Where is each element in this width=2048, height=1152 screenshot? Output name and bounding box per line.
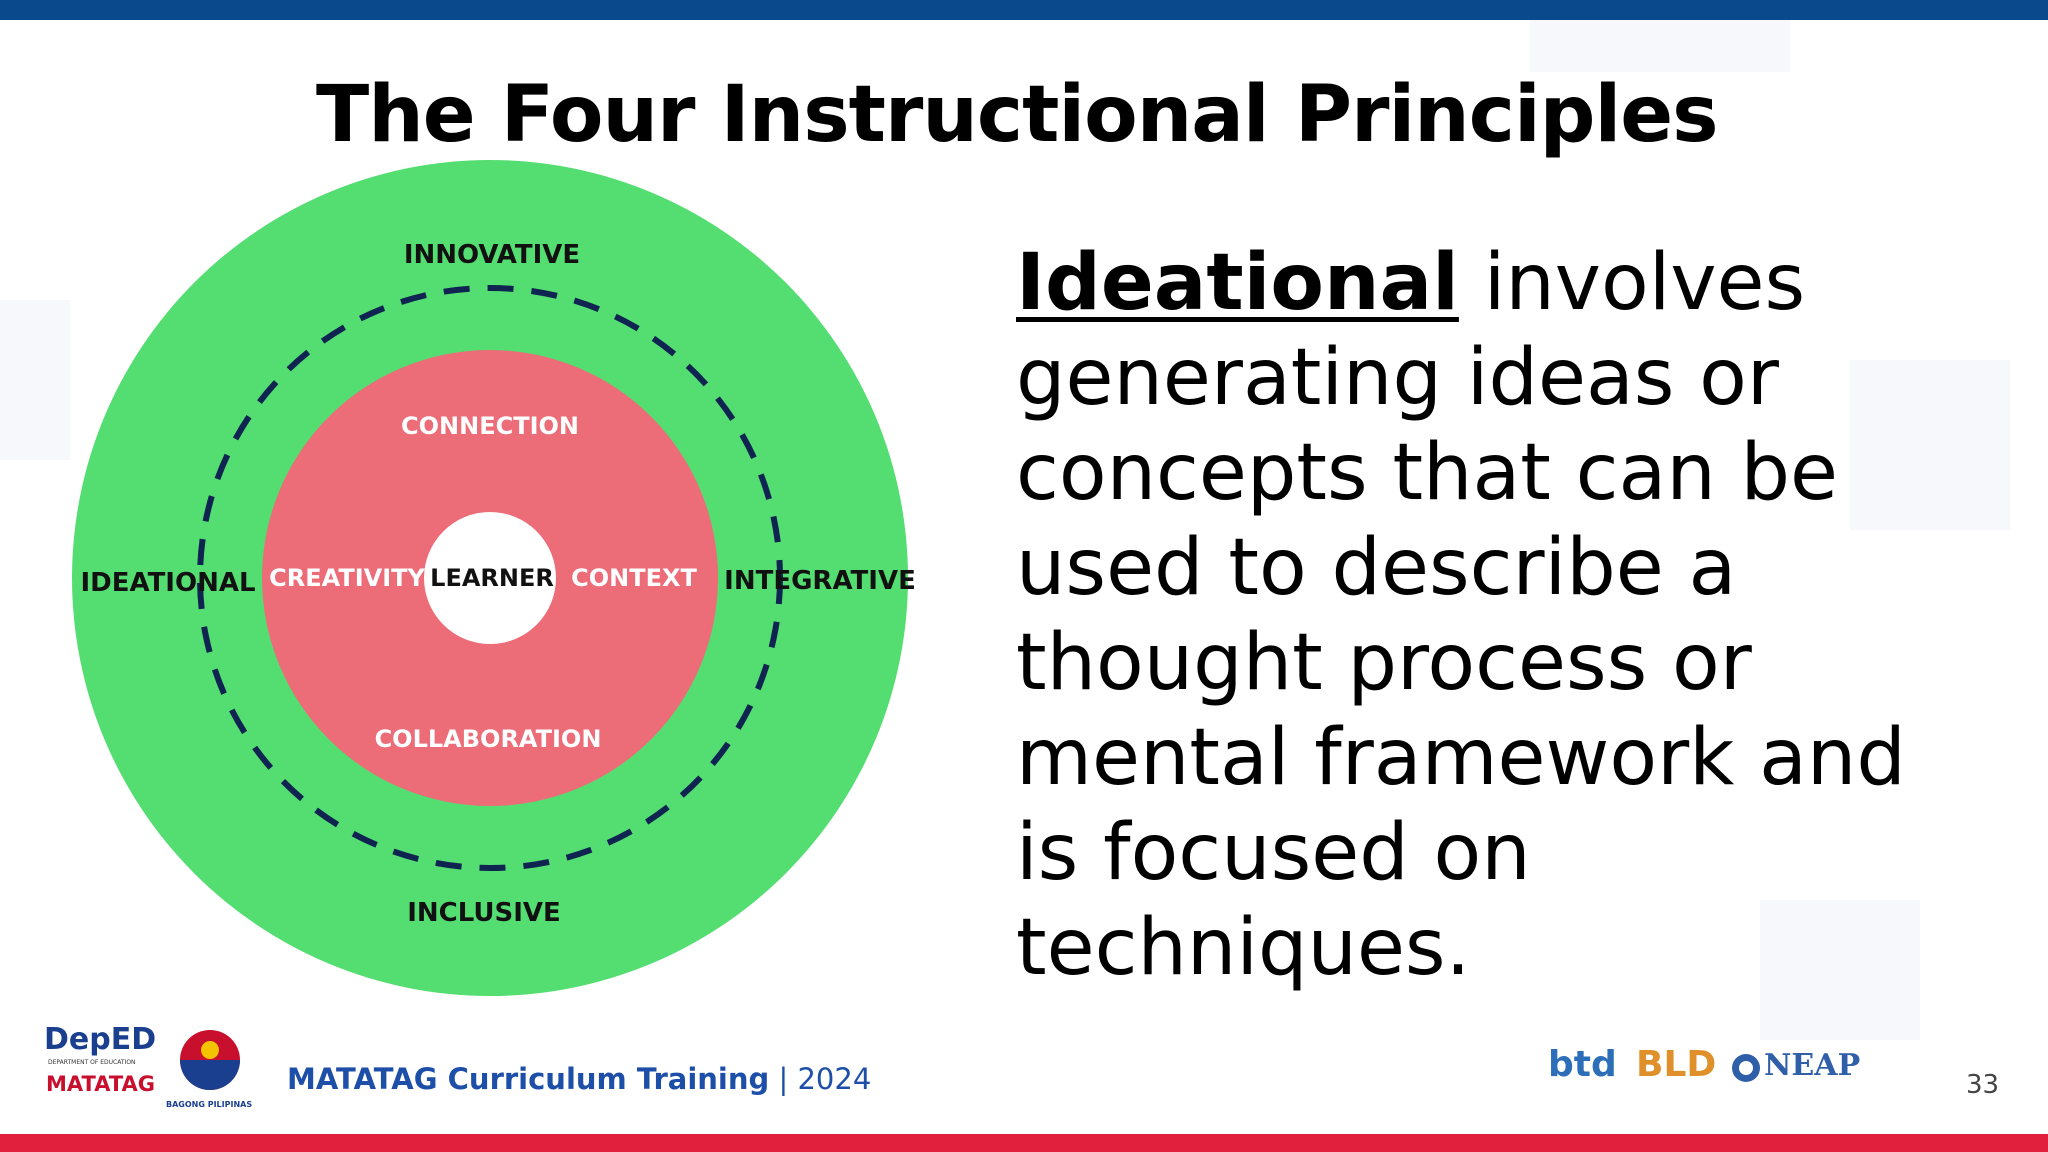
principle-description: Ideational involves generating ideas or … (1016, 236, 1976, 996)
matatag-wordmark: MATATAG (46, 1072, 156, 1096)
bagong-pilipinas-emblem (180, 1030, 240, 1090)
background-tile (0, 300, 70, 460)
label-ideational: IDEATIONAL (80, 568, 256, 598)
diagram-graphic (72, 160, 908, 996)
label-creativity: CREATIVITY (269, 564, 425, 592)
bld-logo: BLD (1636, 1044, 1717, 1085)
instructional-principles-diagram: INNOVATIVE IDEATIONAL INTEGRATIVE INCLUS… (70, 158, 916, 998)
page-number: 33 (1966, 1070, 2000, 1100)
footer-year: 2024 (797, 1062, 872, 1096)
background-tile (1760, 900, 1920, 1040)
footer-brand: MATATAG Curriculum Training (287, 1062, 770, 1096)
footer-caption: MATATAG Curriculum Training | 2024 (287, 1062, 871, 1096)
deped-wordmark: DepED (44, 1022, 157, 1057)
btd-logo: btd (1548, 1044, 1617, 1085)
label-context: CONTEXT (571, 564, 697, 592)
label-inclusive: INCLUSIVE (407, 898, 561, 928)
bagong-pilipinas-logo: BAGONG PILIPINAS (164, 1020, 256, 1112)
neap-logo: NEAP (1730, 1048, 1860, 1088)
neap-wordmark: NEAP (1764, 1048, 1861, 1083)
label-innovative: INNOVATIVE (403, 240, 581, 270)
principle-term: Ideational (1016, 238, 1459, 328)
deped-logo: DepED DEPARTMENT OF EDUCATION MATATAG (44, 1022, 156, 1112)
principle-definition: involves generating ideas or concepts th… (1016, 238, 1906, 993)
slide-title: The Four Instructional Principles (316, 70, 1719, 160)
label-integrative: INTEGRATIVE (724, 566, 916, 596)
bottom-accent-bar (0, 1134, 2048, 1152)
label-learner: LEARNER (430, 564, 554, 592)
bagong-pilipinas-label: BAGONG PILIPINAS (166, 1100, 253, 1109)
dashed-ring (197, 285, 783, 871)
label-collaboration: COLLABORATION (374, 725, 602, 753)
background-tile (1530, 20, 1790, 72)
center-circle (424, 512, 556, 644)
deped-subtitle: DEPARTMENT OF EDUCATION (48, 1059, 136, 1066)
background-tile (1850, 360, 2010, 530)
neap-emblem-icon (1732, 1054, 1760, 1082)
footer-separator: | (769, 1062, 798, 1096)
top-accent-bar (0, 0, 2048, 20)
label-connection: CONNECTION (401, 412, 579, 440)
